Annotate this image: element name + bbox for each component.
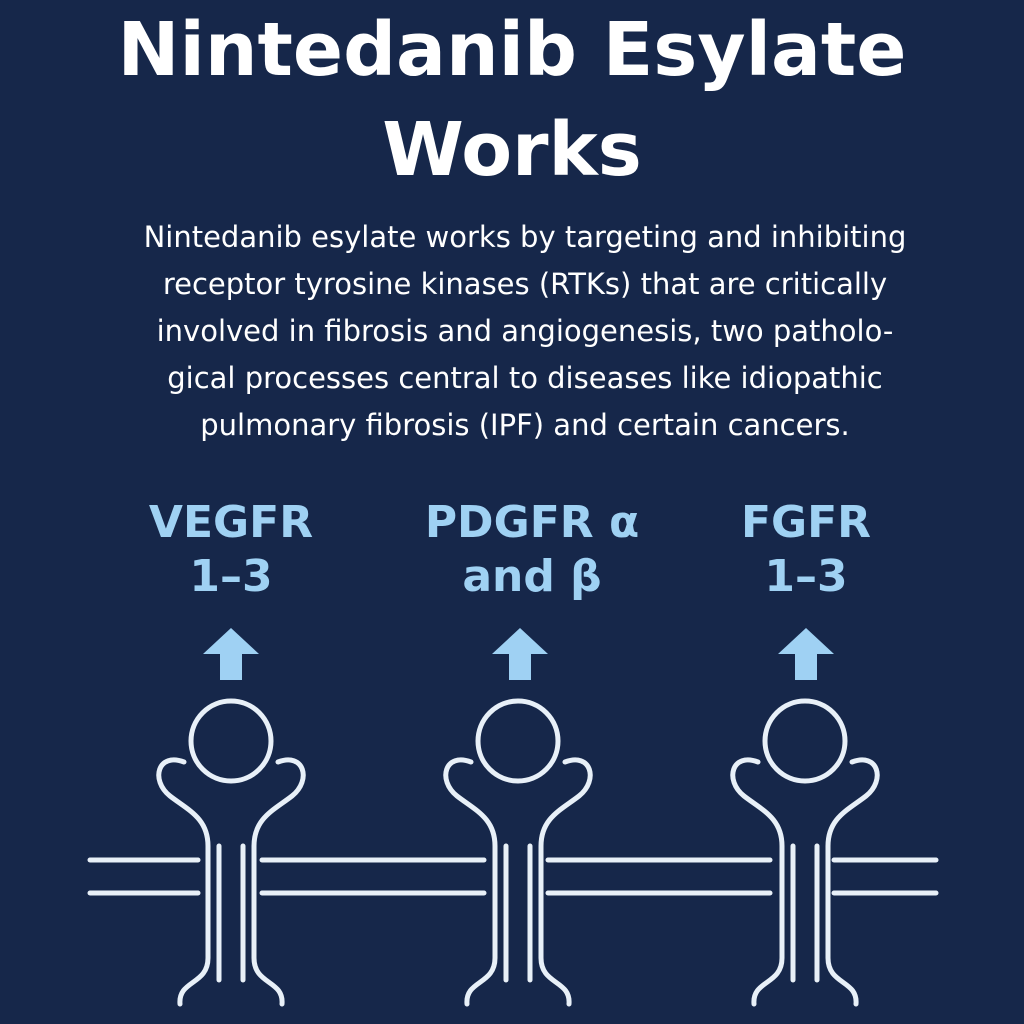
page-title: Nintedanib Esylate Works [0,0,1024,200]
receptor-label-vegfr-line-1: VEGFR [148,497,314,548]
receptor-label-fgfr-line-1: FGFR [740,497,872,548]
description-line-4: gical processes central to diseases like… [167,361,883,395]
receptor-label-fgfr: FGFR 1–3 [656,496,956,604]
receptor-label-pdgfr: PDGFR α and β [382,496,682,604]
up-arrow-icon [778,628,834,680]
up-arrow-icon [203,628,259,680]
receptor-label-pdgfr-line-1: PDGFR α [424,497,640,548]
receptor-label-fgfr-line-2: 1–3 [764,551,848,602]
description-line-2: receptor tyrosine kinases (RTKs) that ar… [162,267,888,301]
receptor-label-vegfr-line-2: 1–3 [189,551,273,602]
receptor-icon [156,698,306,1007]
receptor-label-vegfr: VEGFR 1–3 [81,496,381,604]
up-arrow-icon [492,628,548,680]
receptor-fgfr [730,628,880,1007]
description-paragraph: Nintedanib esylate works by targeting an… [80,214,970,449]
receptor-icon [730,698,880,1007]
page-title-line-2: Works [382,107,642,193]
description-line-3: involved in fibrosis and angiogenesis, t… [156,314,894,348]
description-line-5: pulmonary fibrosis (IPF) and certain can… [200,408,850,442]
receptor-vegfr [156,628,306,1007]
page-title-line-1: Nintedanib Esylate [117,7,907,93]
cell-membrane [87,857,939,896]
description-line-1: Nintedanib esylate works by targeting an… [143,220,907,254]
receptor-pdgfr [443,628,593,1007]
receptor-label-pdgfr-line-2: and β [462,551,602,602]
receptor-membrane-diagram [87,628,939,1007]
receptor-icon [443,698,593,1007]
